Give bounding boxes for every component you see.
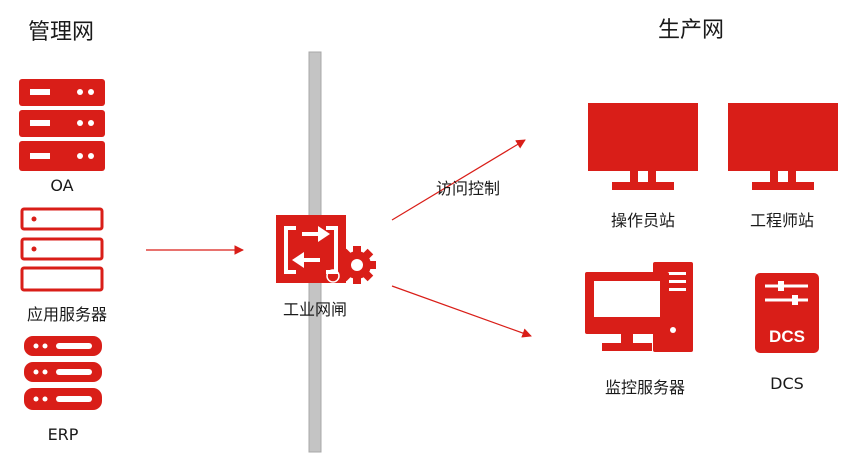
engineer-station-label: 工程师站 bbox=[749, 211, 815, 230]
gateway-icon bbox=[276, 215, 376, 284]
gateway-label: 工业网闸 bbox=[282, 300, 348, 319]
monitor-server-label: 监控服务器 bbox=[604, 378, 686, 397]
monitor-server-icon bbox=[585, 262, 693, 352]
operator-station-icon bbox=[588, 103, 698, 190]
access-control-label: 访问控制 bbox=[436, 179, 501, 198]
management-network-title: 管理网 bbox=[28, 20, 95, 45]
edge-gateway-to-control bbox=[391, 285, 532, 338]
engineer-station-icon bbox=[728, 103, 838, 190]
app-server-label: 应用服务器 bbox=[26, 305, 108, 324]
app-server-icon bbox=[20, 207, 104, 292]
dcs-label: DCS bbox=[770, 374, 804, 393]
operator-station-label: 操作员站 bbox=[610, 211, 676, 230]
oa-server-icon bbox=[19, 79, 105, 171]
dcs-icon: DCS bbox=[755, 273, 819, 353]
erp-label: ERP bbox=[47, 425, 79, 444]
edge-gateway-to-workstations bbox=[391, 139, 526, 221]
erp-server-icon bbox=[24, 336, 102, 410]
dcs-badge-text: DCS bbox=[769, 327, 805, 346]
production-network-title: 生产网 bbox=[658, 18, 725, 43]
oa-label: OA bbox=[50, 176, 74, 195]
